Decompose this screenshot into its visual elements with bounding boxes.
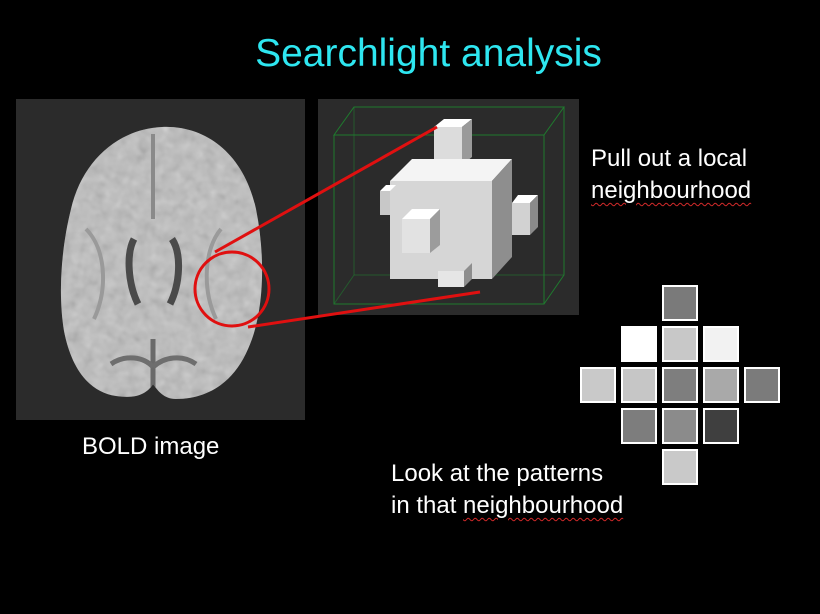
voxel-bottom bbox=[438, 263, 472, 287]
slide-title: Searchlight analysis bbox=[255, 32, 602, 75]
pattern-cell bbox=[661, 449, 698, 485]
pattern-cell bbox=[702, 408, 739, 444]
patterns-caption-line1: Look at the patterns bbox=[391, 460, 604, 487]
pattern-cell bbox=[620, 408, 657, 444]
pattern-cell bbox=[579, 367, 616, 403]
neighbourhood-caption-line2: neighbourhood bbox=[591, 177, 752, 204]
neighbourhood-caption: Pull out a local neighbourhood bbox=[591, 143, 751, 207]
pattern-cell bbox=[620, 326, 657, 362]
neighbourhood-caption-line1: Pull out a local bbox=[591, 145, 748, 172]
pattern-cell bbox=[661, 367, 698, 403]
pattern-cell bbox=[702, 326, 739, 362]
pattern-cell bbox=[702, 367, 739, 403]
pattern-cell bbox=[620, 367, 657, 403]
patterns-caption-line2-word: neighbourhood bbox=[463, 492, 624, 519]
pattern-cell bbox=[743, 367, 780, 403]
patterns-caption: Look at the patterns in that neighbourho… bbox=[391, 458, 623, 522]
pattern-cell bbox=[661, 408, 698, 444]
patterns-caption-line2-prefix: in that bbox=[391, 492, 464, 519]
voxel-top bbox=[434, 119, 472, 165]
voxel-right bbox=[512, 195, 538, 235]
bold-image-caption: BOLD image bbox=[82, 433, 220, 460]
pattern-cell bbox=[661, 285, 698, 321]
patterns-caption-line2: in that neighbourhood bbox=[391, 490, 623, 522]
pattern-cell bbox=[661, 326, 698, 362]
